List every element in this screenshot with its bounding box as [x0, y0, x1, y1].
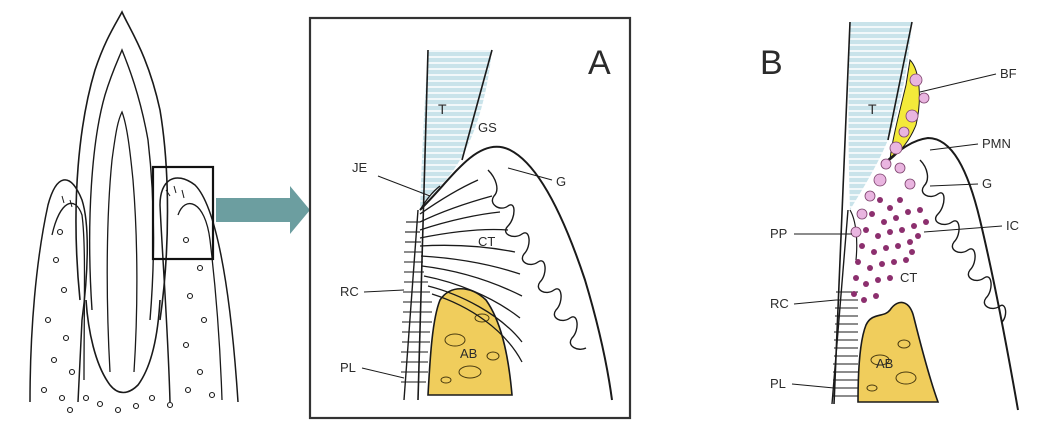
panel-b-label-bf: BF — [1000, 66, 1017, 81]
panel-b: B — [760, 22, 1019, 410]
panel-a-label-pl: PL — [340, 360, 356, 375]
panel-b-label-pl: PL — [770, 376, 786, 391]
panel-b-label-t: T — [868, 101, 877, 117]
panel-a: A T GS JE G CT RC AB PL — [310, 18, 630, 418]
panel-b-label-rc: RC — [770, 296, 789, 311]
panel-b-label-pmn: PMN — [982, 136, 1011, 151]
panel-b-letter: B — [760, 44, 783, 82]
panel-a-label-je: JE — [352, 160, 368, 175]
panel-b-label-ic: IC — [1006, 218, 1019, 233]
panel-a-label-rc: RC — [340, 284, 359, 299]
panel-a-label-ab: AB — [460, 346, 477, 361]
panel-b-label-ab: AB — [876, 356, 893, 371]
panel-a-label-ct: CT — [478, 234, 495, 249]
panel-a-letter: A — [588, 44, 611, 82]
panel-b-bone — [858, 302, 938, 402]
zoom-arrow — [216, 186, 310, 234]
panel-b-label-pp: PP — [770, 226, 787, 241]
panel-b-label-g: G — [982, 176, 992, 191]
panel-a-label-gs: GS — [478, 120, 497, 135]
panel-b-label-ct: CT — [900, 270, 917, 285]
tooth-overview — [30, 12, 238, 413]
panel-a-label-t: T — [438, 101, 447, 117]
panel-a-label-g: G — [556, 174, 566, 189]
